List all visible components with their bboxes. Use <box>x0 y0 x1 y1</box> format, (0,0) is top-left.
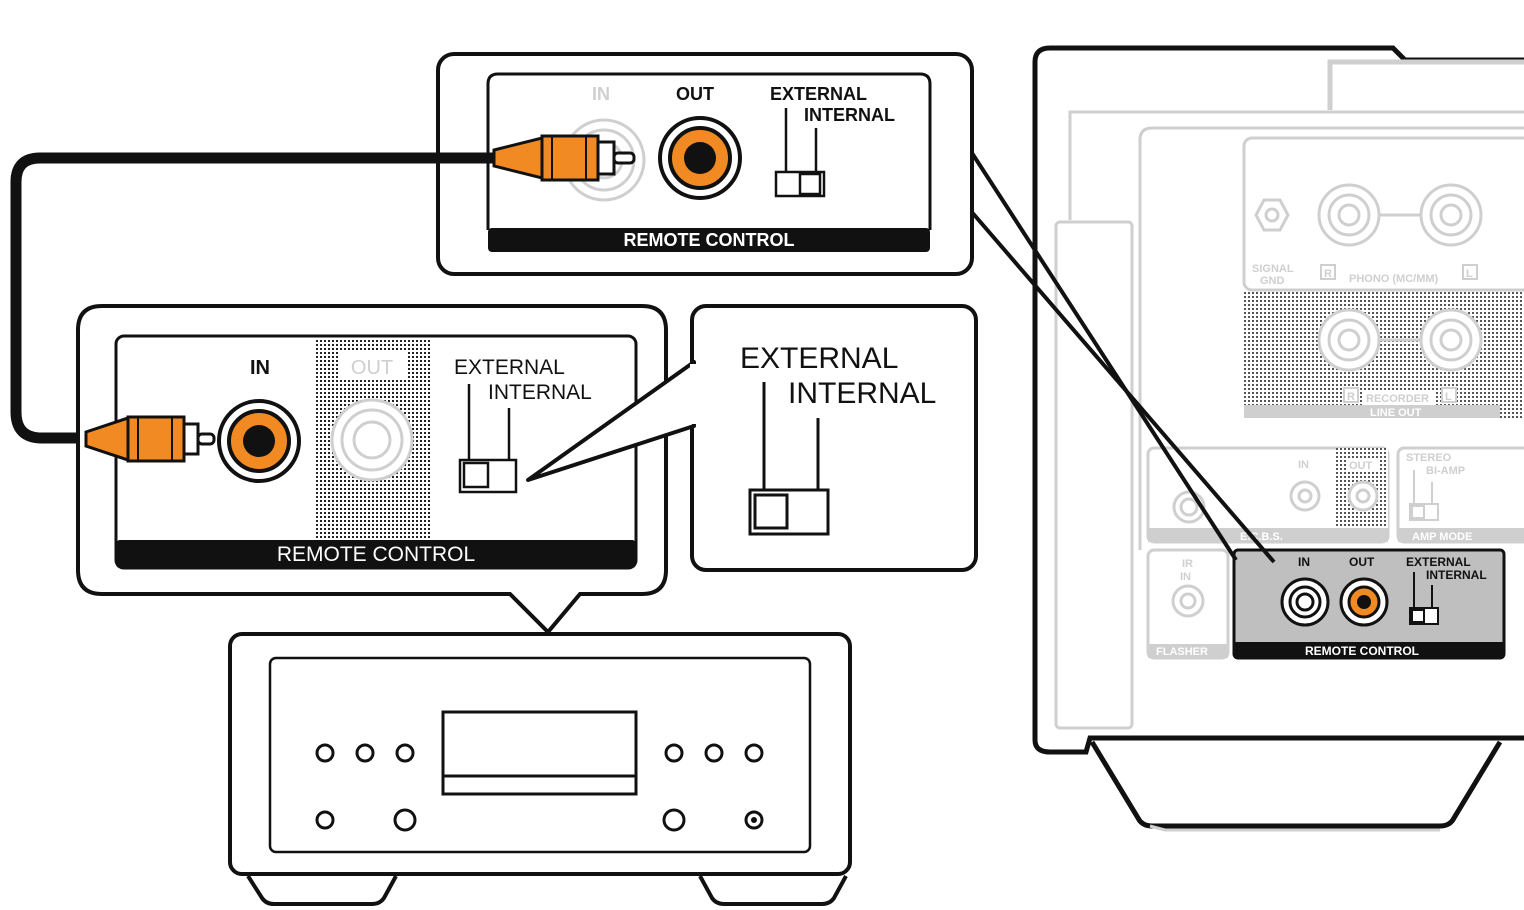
top-out-label: OUT <box>676 84 714 104</box>
flasher-label: FLASHER <box>1156 646 1208 658</box>
line-out-label: LINE OUT <box>1370 407 1422 419</box>
ir-label: IR <box>1182 558 1193 570</box>
ecbs-in-label: IN <box>1298 459 1309 471</box>
mid-external-label: EXTERNAL <box>454 356 565 379</box>
phono-l-jack <box>1419 183 1483 247</box>
bi-amp-label: BI-AMP <box>1426 465 1465 477</box>
front-knob <box>393 808 417 832</box>
rear-rc-in-label: IN <box>1298 555 1310 569</box>
front-button <box>355 743 375 763</box>
phono-label: PHONO (MC/MM) <box>1349 273 1439 285</box>
callout-line <box>968 148 1238 562</box>
rear-rc-bar-label: REMOTE CONTROL <box>1305 644 1419 658</box>
phono-l-label: L <box>1466 268 1473 280</box>
recorder-r-label: R <box>1347 391 1355 403</box>
rear-rc-internal-label: INTERNAL <box>1426 568 1487 582</box>
front-button <box>744 743 764 763</box>
front-button <box>395 743 415 763</box>
mid-out-label: OUT <box>351 357 393 379</box>
signal-gnd-label: SIGNAL <box>1252 263 1294 275</box>
front-button <box>704 743 724 763</box>
rear-rc-external-label: EXTERNAL <box>1406 555 1471 569</box>
ir-in-label: IN <box>1180 571 1191 583</box>
signal-gnd-label-2: GND <box>1260 275 1285 287</box>
top-remote-panel: IN OUT EXTERNAL INTERNAL REMOTE CONTROL <box>436 52 974 276</box>
front-button <box>315 810 335 830</box>
amp-mode-switch <box>1409 503 1439 521</box>
mid-internal-label: INTERNAL <box>488 381 592 404</box>
front-knob <box>662 808 686 832</box>
top-in-label: IN <box>592 84 610 104</box>
mid-out-jack <box>330 398 414 482</box>
stereo-label: STEREO <box>1406 452 1452 464</box>
signal-gnd-icon <box>1254 198 1290 232</box>
phono-r-label: R <box>1324 268 1332 280</box>
callout-line-2 <box>968 208 1276 564</box>
amp-mode-label: AMP MODE <box>1412 531 1472 543</box>
remote-cable <box>10 152 500 444</box>
rca-plug-top <box>492 134 636 182</box>
zoom-internal-label: INTERNAL <box>788 377 936 410</box>
recorder-l-label: L <box>1445 391 1452 403</box>
external-device-front <box>228 632 852 906</box>
ecbs-out-label: OUT <box>1349 460 1373 472</box>
recorder-label: RECORDER <box>1366 393 1429 405</box>
mid-bar-label: REMOTE CONTROL <box>277 543 475 566</box>
rear-rc-out-label: OUT <box>1349 555 1375 569</box>
mid-remote-panel: IN OUT EXTERNAL INTERNAL REMOTE CONTROL <box>76 304 668 635</box>
front-button <box>664 743 684 763</box>
zoom-external-label: EXTERNAL <box>740 342 898 375</box>
front-display <box>441 710 638 796</box>
top-external-label: EXTERNAL <box>770 84 867 104</box>
front-button <box>315 743 335 763</box>
device-foot-left <box>246 874 398 906</box>
top-bar-label: REMOTE CONTROL <box>624 230 795 250</box>
top-internal-label: INTERNAL <box>804 105 895 125</box>
device-foot-right <box>698 875 848 906</box>
main-unit-rear: SIGNAL GND R PHONO (MC/MM) L R RECORDER … <box>1032 45 1524 832</box>
rca-plug-mid <box>84 415 216 463</box>
mid-in-label: IN <box>250 357 270 379</box>
zoom-switch-panel: EXTERNAL INTERNAL <box>526 304 978 572</box>
